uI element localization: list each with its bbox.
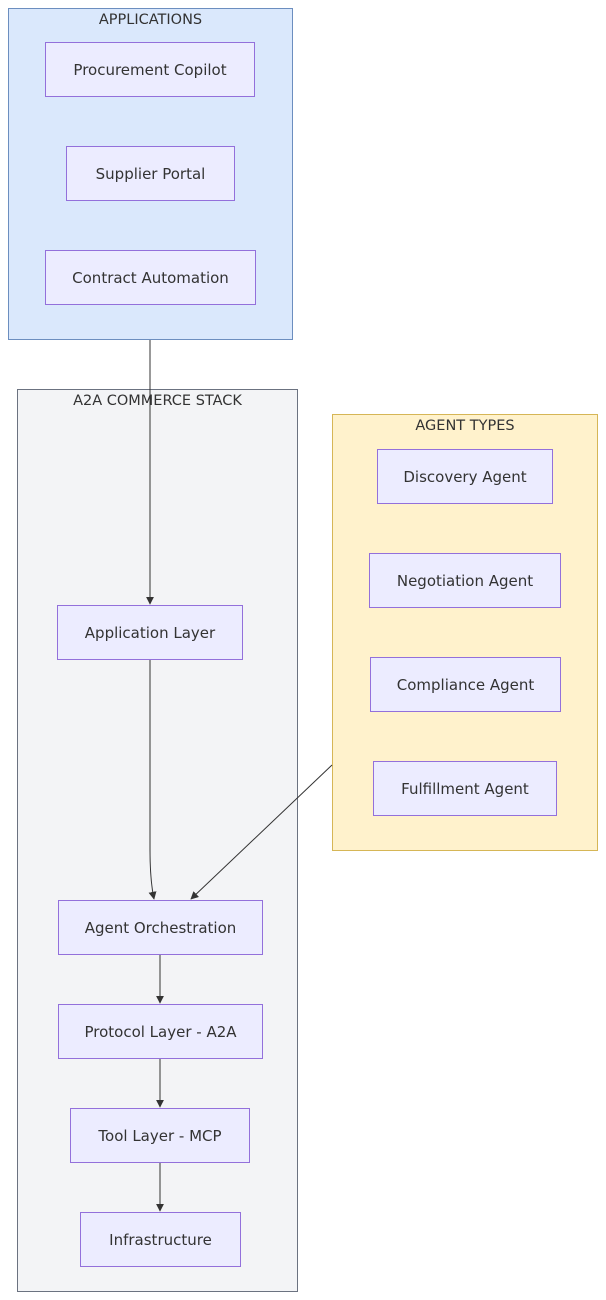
node-contract-automation: Contract Automation (45, 250, 256, 305)
agent-types-cluster-title: AGENT TYPES (415, 418, 515, 434)
node-protocol-layer-a2a: Protocol Layer - A2A (58, 1004, 263, 1059)
node-infrastructure: Infrastructure (80, 1212, 241, 1267)
node-tool-layer-mcp: Tool Layer - MCP (70, 1108, 250, 1163)
applications-cluster-title: APPLICATIONS (98, 12, 203, 28)
node-negotiation-agent: Negotiation Agent (369, 553, 561, 608)
node-application-layer: Application Layer (57, 605, 243, 660)
node-supplier-portal: Supplier Portal (66, 146, 235, 201)
node-procurement-copilot: Procurement Copilot (45, 42, 255, 97)
a2a-commerce-stack-cluster-title: A2A COMMERCE STACK (73, 393, 242, 409)
node-fulfillment-agent: Fulfillment Agent (373, 761, 557, 816)
node-agent-orchestration: Agent Orchestration (58, 900, 263, 955)
node-compliance-agent: Compliance Agent (370, 657, 561, 712)
node-discovery-agent: Discovery Agent (377, 449, 553, 504)
